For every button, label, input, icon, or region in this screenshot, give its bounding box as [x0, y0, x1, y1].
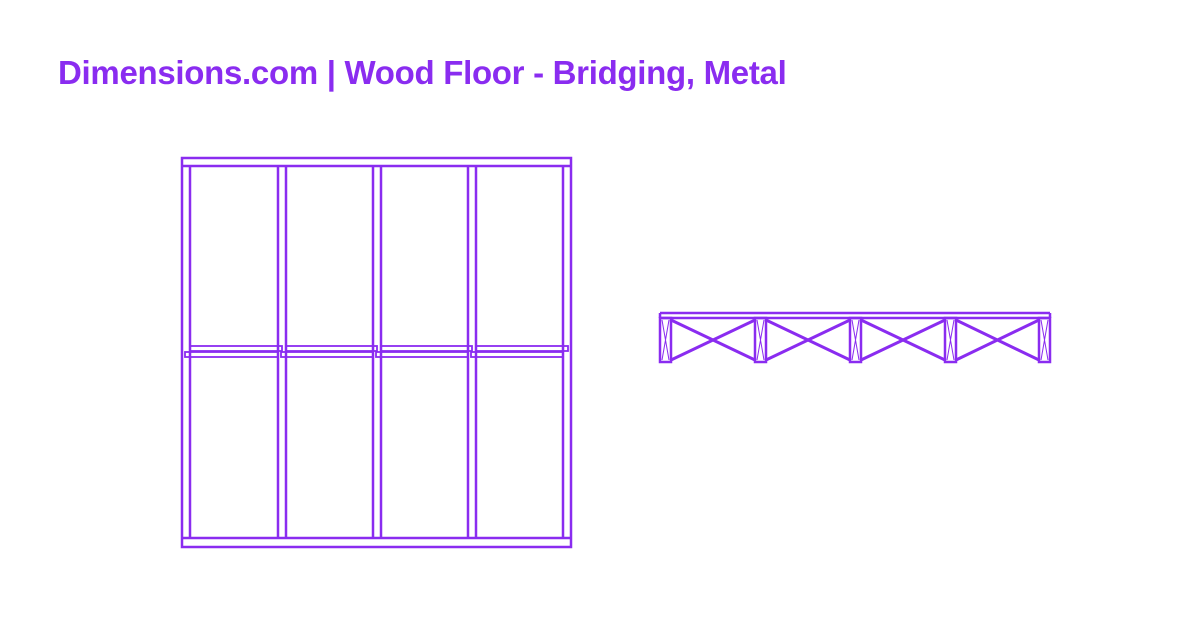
page-title: Dimensions.com | Wood Floor - Bridging, …	[58, 54, 787, 91]
section-joist-1	[658, 316, 673, 364]
section-joist-2	[753, 316, 768, 364]
plan-view	[180, 156, 573, 549]
section-bridging	[670, 318, 1040, 362]
section-joist-5	[1037, 316, 1052, 364]
plan-bridging	[184, 345, 569, 358]
section-joists	[658, 316, 1052, 364]
section-view	[658, 311, 1052, 364]
section-joist-4	[943, 316, 958, 364]
section-joist-3	[848, 316, 863, 364]
plan-outer-frame	[180, 156, 573, 549]
